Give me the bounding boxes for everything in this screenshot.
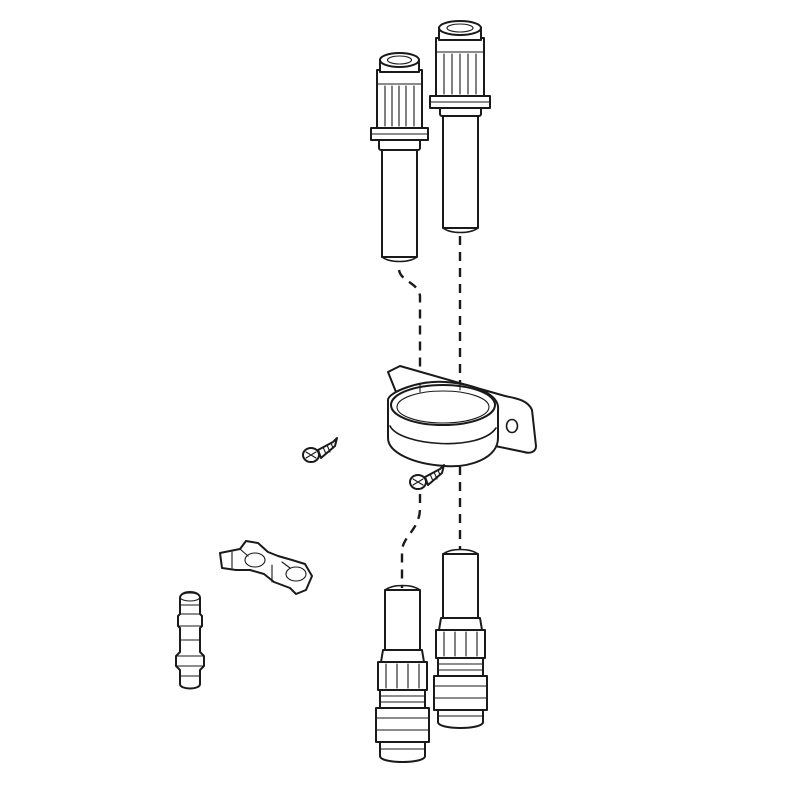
- hose-clip: [219, 540, 313, 595]
- guide-line-left-lower: [400, 478, 422, 588]
- lower-hose-right: [433, 548, 488, 729]
- guide-line-left-upper: [397, 269, 422, 420]
- assembly-guide-lines: [397, 236, 462, 588]
- upper-hose-left: [370, 52, 429, 263]
- lower-hose-left: [375, 584, 430, 763]
- screw-left: [302, 437, 338, 463]
- mounting-bracket: [387, 365, 537, 468]
- screw-center: [409, 464, 445, 490]
- double-nipple-connector: [175, 591, 205, 690]
- upper-hose-right: [429, 20, 491, 234]
